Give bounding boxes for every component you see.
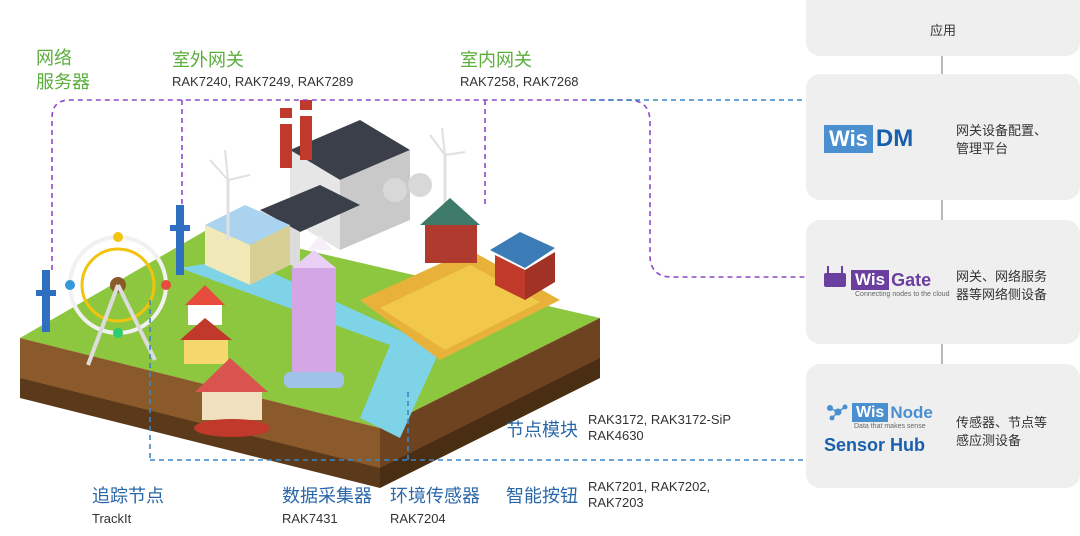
factory-building <box>260 100 432 270</box>
data-collector-model: RAK7431 <box>282 511 338 526</box>
rocket-tower <box>284 235 344 388</box>
farm-house <box>420 198 555 300</box>
env-sensor-title: 环境传感器 <box>390 486 480 506</box>
wisgate-description: 网关、网络服务 器等网络侧设备 <box>956 268 1047 304</box>
wisnode-tagline: Data that makes sense <box>854 423 926 430</box>
wisdm-logo: Wis DM <box>824 125 916 153</box>
smart-button-models: RAK7201, RAK7202, RAK7203 <box>588 479 710 511</box>
outdoor-gateway-title: 室外网关 <box>172 50 244 70</box>
smart-button-model-line-1: RAK7201, RAK7202, <box>588 479 711 494</box>
stack-connector-1 <box>941 56 943 74</box>
antenna-towers <box>36 205 190 332</box>
tracker-title: 追踪节点 <box>92 486 164 506</box>
indoor-gateway-title: 室内网关 <box>460 50 532 70</box>
env-sensor-label: 环境传感器 RAK7204 <box>390 484 480 527</box>
wisgate-tagline: Connecting nodes to the cloud <box>855 291 950 298</box>
smart-button-model-line-2: RAK7203 <box>588 495 644 510</box>
env-sensor-model: RAK7204 <box>390 511 446 526</box>
wisdm-logo-dm: DM <box>875 125 914 152</box>
wisgate-logo: Wis Gate Connecting nodes to the cloud <box>824 266 950 298</box>
wisnode-logo-wis: Wis <box>852 402 889 422</box>
tracker-model: TrackIt <box>92 511 132 526</box>
network-server-label: 网络 服务器 <box>36 46 90 94</box>
wisnode-logo: Wis Node Data that makes sense Sensor Hu… <box>824 402 935 456</box>
data-collector-label: 数据采集器 RAK7431 <box>282 484 372 527</box>
indoor-gateway-label: 室内网关 RAK7258, RAK7268 <box>460 48 579 90</box>
wisnode-card: Wis Node Data that makes sense Sensor Hu… <box>806 364 1080 488</box>
ferris-wheel <box>65 232 171 366</box>
carousel-tents <box>180 285 270 437</box>
stack-connector-2 <box>941 200 943 220</box>
node-module-model-line-2: RAK4630 <box>588 428 644 443</box>
wisnode-desc-line-2: 感应测设备 <box>956 433 1022 448</box>
wisnode-desc-line-1: 传感器、节点等 <box>956 415 1048 430</box>
wisnode-description: 传感器、节点等 感应测设备 <box>956 414 1047 450</box>
network-server-line-1: 网络 <box>36 48 72 68</box>
wisgate-card: Wis Gate Connecting nodes to the cloud 网… <box>806 220 1080 344</box>
wisdm-logo-wis: Wis <box>824 125 873 153</box>
wisgate-desc-line-1: 网关、网络服务 <box>956 269 1048 284</box>
wisgate-logo-wis: Wis <box>851 270 890 290</box>
data-collector-title: 数据采集器 <box>282 486 372 506</box>
office-building <box>205 205 290 285</box>
wind-turbine-left <box>209 149 251 240</box>
tracker-label: 追踪节点 TrackIt <box>92 484 164 527</box>
outdoor-gateway-label: 室外网关 RAK7240, RAK7249, RAK7289 <box>172 48 353 90</box>
network-server-line-2: 服务器 <box>36 72 90 92</box>
wisdm-description: 网关设备配置、 管理平台 <box>956 122 1047 158</box>
application-card: 应用 <box>806 0 1080 56</box>
node-module-model-line-1: RAK3172, RAK3172-SiP <box>588 412 732 427</box>
gateway-connector-line <box>51 99 806 278</box>
outdoor-gateway-models: RAK7240, RAK7249, RAK7289 <box>172 74 354 89</box>
indoor-gateway-models: RAK7258, RAK7268 <box>460 74 579 89</box>
stack-connector-3 <box>941 344 943 364</box>
wisgate-desc-line-2: 器等网络侧设备 <box>956 287 1048 302</box>
wisnode-logo-node: Node <box>890 402 933 422</box>
wisgate-logo-gate: Gate <box>891 270 932 290</box>
node-module-title: 节点模块 <box>506 420 578 440</box>
wind-turbine-right <box>429 127 466 215</box>
router-icon <box>824 266 846 287</box>
node-network-icon <box>827 404 848 421</box>
sensor-hub-label: Sensor Hub <box>824 435 926 455</box>
wisdm-card: Wis DM 网关设备配置、 管理平台 <box>806 74 1080 200</box>
wisdm-desc-line-2: 管理平台 <box>956 141 1009 156</box>
wisdm-desc-line-1: 网关设备配置、 <box>956 123 1048 138</box>
application-label: 应用 <box>929 23 956 38</box>
smart-button-title: 智能按钮 <box>506 486 578 506</box>
node-module-models: RAK3172, RAK3172-SiP RAK4630 <box>588 412 731 444</box>
